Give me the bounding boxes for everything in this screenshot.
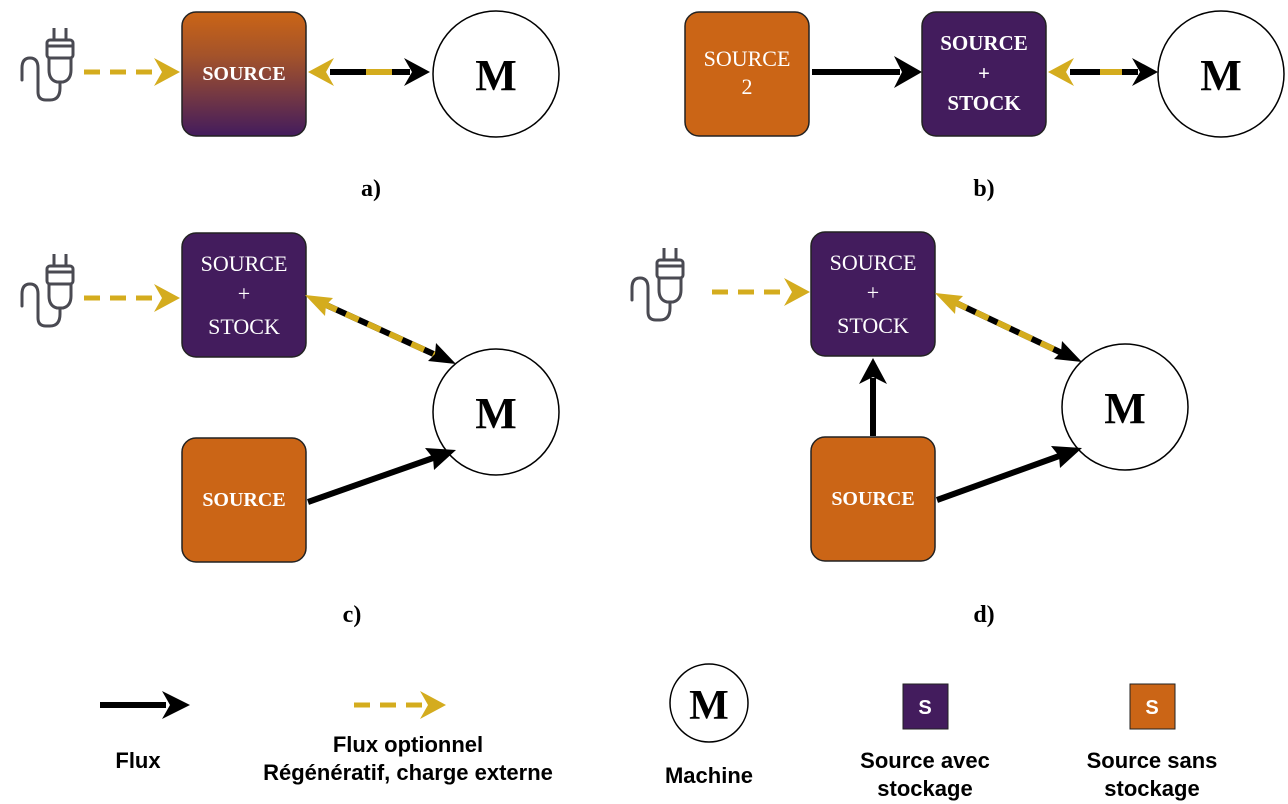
bidirectional-flow-arrow xyxy=(935,293,1082,362)
machine-circle xyxy=(669,663,749,743)
machine-circle xyxy=(1061,343,1189,471)
legend-machine: M Machine xyxy=(665,663,753,788)
flow-arrowhead xyxy=(859,358,887,384)
source-stock-box xyxy=(181,232,307,358)
machine-circle xyxy=(1157,10,1285,138)
source-box xyxy=(181,437,307,563)
stock-label-line1: SOURCE xyxy=(201,251,288,276)
panel-b: SOURCE 2 SOURCE + STOCK M b) xyxy=(684,10,1285,202)
stock-label-line2: + xyxy=(867,280,879,305)
stock-label-line3: STOCK xyxy=(947,91,1021,115)
source-stock-box xyxy=(810,231,936,357)
flow-arrow xyxy=(935,452,1064,503)
flow-arrowhead xyxy=(894,56,922,88)
panel-c: SOURCE + STOCK M SOURCE c) xyxy=(20,232,560,628)
stock-label-line1: SOURCE xyxy=(830,250,917,275)
source-box xyxy=(810,436,936,562)
bidirectional-flow-arrow xyxy=(1048,58,1158,86)
legend-flux-label: Flux xyxy=(115,748,161,773)
legend-storage-source: S Source avec stockage xyxy=(860,683,990,801)
machine-label: M xyxy=(1104,384,1146,433)
legend: Flux Flux optionnel Régénératif, charge … xyxy=(100,663,1218,801)
source2-box xyxy=(684,11,810,137)
source-label: SOURCE xyxy=(831,488,914,510)
optional-flow-arrowhead xyxy=(784,278,810,306)
source-box xyxy=(181,11,307,137)
optional-flow-arrowhead xyxy=(154,58,180,86)
stock-label-line2: + xyxy=(238,281,250,306)
flow-arrowhead xyxy=(162,691,190,719)
flow-arrow xyxy=(307,454,437,505)
machine-circle xyxy=(432,348,560,476)
panel-a: SOURCE M a) xyxy=(20,10,560,202)
legend-nostorage-label-line2: stockage xyxy=(1104,776,1199,801)
legend-storage-label-line1: Source avec xyxy=(860,748,990,773)
source-label: SOURCE xyxy=(202,489,285,511)
legend-optional-label-line1: Flux optionnel xyxy=(333,732,483,757)
stock-label-line2: + xyxy=(978,61,990,85)
plug-icon xyxy=(630,246,685,322)
bidirectional-flow-arrow xyxy=(308,58,430,86)
legend-flux: Flux xyxy=(100,691,190,773)
stock-label-line3: STOCK xyxy=(837,313,909,338)
flow-arrowhead xyxy=(425,448,456,470)
plug-icon xyxy=(20,26,75,102)
source2-label-line1: SOURCE xyxy=(704,46,791,71)
stock-label-line3: STOCK xyxy=(208,314,280,339)
legend-nostorage-source: S Source sans stockage xyxy=(1087,683,1218,801)
machine-label: M xyxy=(1200,51,1242,100)
panel-d: SOURCE + STOCK M SOURCE d) xyxy=(630,231,1189,628)
panel-label: c) xyxy=(343,602,362,628)
machine-circle xyxy=(432,10,560,138)
storage-swatch-symbol: S xyxy=(918,697,931,719)
legend-optional-flow: Flux optionnel Régénératif, charge exter… xyxy=(263,691,553,785)
flow-arrowhead xyxy=(1051,446,1082,468)
legend-nostorage-label-line1: Source sans xyxy=(1087,748,1218,773)
optional-flow-arrowhead xyxy=(420,691,446,719)
legend-machine-label: Machine xyxy=(665,763,753,788)
panel-label: b) xyxy=(973,176,994,202)
panel-label: d) xyxy=(973,602,994,628)
nostorage-swatch xyxy=(1129,683,1176,730)
source-stock-box xyxy=(921,11,1047,137)
panel-label: a) xyxy=(361,176,381,202)
stock-label-line1: SOURCE xyxy=(940,31,1028,55)
legend-storage-label-line2: stockage xyxy=(877,776,972,801)
machine-symbol: M xyxy=(689,683,729,729)
source2-label-line2: 2 xyxy=(742,74,753,99)
legend-optional-label-line2: Régénératif, charge externe xyxy=(263,760,553,785)
machine-label: M xyxy=(475,389,517,438)
optional-flow-arrowhead xyxy=(154,284,180,312)
storage-swatch xyxy=(902,683,949,730)
nostorage-swatch-symbol: S xyxy=(1145,697,1158,719)
bidirectional-flow-arrow xyxy=(305,295,456,364)
plug-icon xyxy=(20,252,75,328)
machine-label: M xyxy=(475,51,517,100)
source-label: SOURCE xyxy=(202,63,285,85)
